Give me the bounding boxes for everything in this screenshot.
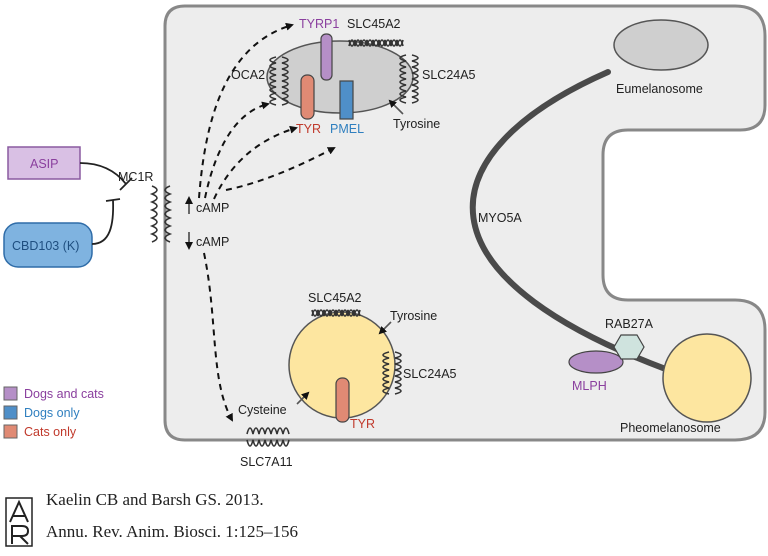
slc24a5-coil-bottom bbox=[382, 351, 390, 395]
slc45a2-coil-bottom bbox=[311, 309, 361, 317]
mc1r-coil bbox=[149, 185, 158, 243]
oca2-label: OCA2 bbox=[231, 68, 265, 82]
asip-box bbox=[7, 146, 81, 180]
slc7a11-label: SLC7A11 bbox=[240, 455, 293, 469]
mlph-shape bbox=[568, 350, 624, 374]
tyr-label-top: TYR bbox=[296, 122, 321, 136]
mc1r-label: MC1R bbox=[118, 170, 153, 184]
slc45a2-coil-inner bbox=[348, 39, 404, 47]
cysteine-arrow bbox=[296, 391, 310, 405]
slc45a2-label-bottom: SLC45A2 bbox=[308, 291, 362, 305]
slc45a2-coil-bottom-inner bbox=[311, 309, 361, 317]
pmel-bar bbox=[339, 80, 354, 120]
annual-reviews-logo bbox=[5, 497, 33, 547]
tyrp1-label: TYRP1 bbox=[299, 17, 339, 31]
pheomelanosome-label: Pheomelanosome bbox=[620, 421, 721, 435]
legend: Dogs and cats Dogs only Cats only bbox=[3, 386, 104, 439]
mlph-label: MLPH bbox=[572, 379, 607, 393]
asip-inhibition bbox=[79, 162, 127, 185]
pmel-label: PMEL bbox=[330, 122, 364, 136]
slc7a11-coil bbox=[246, 427, 290, 435]
camp-down-label: cAMP bbox=[196, 235, 229, 249]
myo5a-track bbox=[469, 69, 708, 386]
eumelanosome-shape bbox=[613, 19, 709, 71]
tyrosine-arrow-pheomelanosome bbox=[378, 321, 392, 335]
tyrp1-bar bbox=[320, 33, 333, 81]
pheomelanosome-shape bbox=[662, 333, 752, 423]
tyr-label-bottom: TYR bbox=[350, 417, 375, 431]
myo5a-label: MYO5A bbox=[478, 211, 522, 225]
signaling-arrows bbox=[198, 22, 336, 422]
cbd103-inhibition bbox=[91, 199, 115, 245]
citation-journal: Annu. Rev. Anim. Biosci. 1:125–156 bbox=[46, 522, 299, 541]
tyr-bar-eumelanosome bbox=[300, 74, 315, 120]
cbd103-inhibition-bar bbox=[105, 198, 121, 202]
eumelanosome-label: Eumelanosome bbox=[616, 82, 703, 96]
legend-swatch-dogs-only bbox=[3, 405, 18, 420]
slc7a11-coil-inner bbox=[246, 439, 290, 447]
camp-up-label: cAMP bbox=[196, 201, 229, 215]
oca2-coil-inner bbox=[281, 56, 289, 106]
slc24a5-coil bbox=[399, 54, 407, 104]
mc1r-coil-inner bbox=[164, 185, 173, 243]
asip-inhibition-bar bbox=[119, 177, 133, 191]
cysteine-label: Cysteine bbox=[238, 403, 287, 417]
tyr-bar-pheomelanosome bbox=[335, 377, 350, 423]
cbd103-box bbox=[3, 222, 93, 268]
legend-label-cats-only: Cats only bbox=[24, 425, 77, 439]
slc24a5-label-bottom: SLC24A5 bbox=[403, 367, 457, 381]
cbd103-label: CBD103 (K) bbox=[12, 239, 79, 253]
rab27a-shape bbox=[613, 334, 645, 360]
rab27a-label: RAB27A bbox=[605, 317, 654, 331]
slc24a5-coil-bottom-inner bbox=[394, 351, 402, 395]
slc24a5-label-top: SLC24A5 bbox=[422, 68, 476, 82]
tyrosine-arrow-eumelanosome bbox=[388, 99, 404, 115]
slc45a2-label-top: SLC45A2 bbox=[347, 17, 401, 31]
oca2-coil bbox=[269, 56, 277, 106]
legend-label-dogs-only: Dogs only bbox=[24, 406, 80, 420]
tyrosine-label-bottom: Tyrosine bbox=[390, 309, 437, 323]
legend-swatch-dogs-and-cats bbox=[3, 386, 18, 401]
citation-authors: Kaelin CB and Barsh GS. 2013. bbox=[46, 490, 264, 509]
slc24a5-coil-inner bbox=[411, 54, 419, 104]
slc45a2-coil bbox=[348, 39, 404, 47]
tyrosine-label-top: Tyrosine bbox=[393, 117, 440, 131]
legend-swatch-cats-only bbox=[3, 424, 18, 439]
asip-label: ASIP bbox=[30, 157, 59, 171]
legend-label-dogs-and-cats: Dogs and cats bbox=[24, 387, 104, 401]
